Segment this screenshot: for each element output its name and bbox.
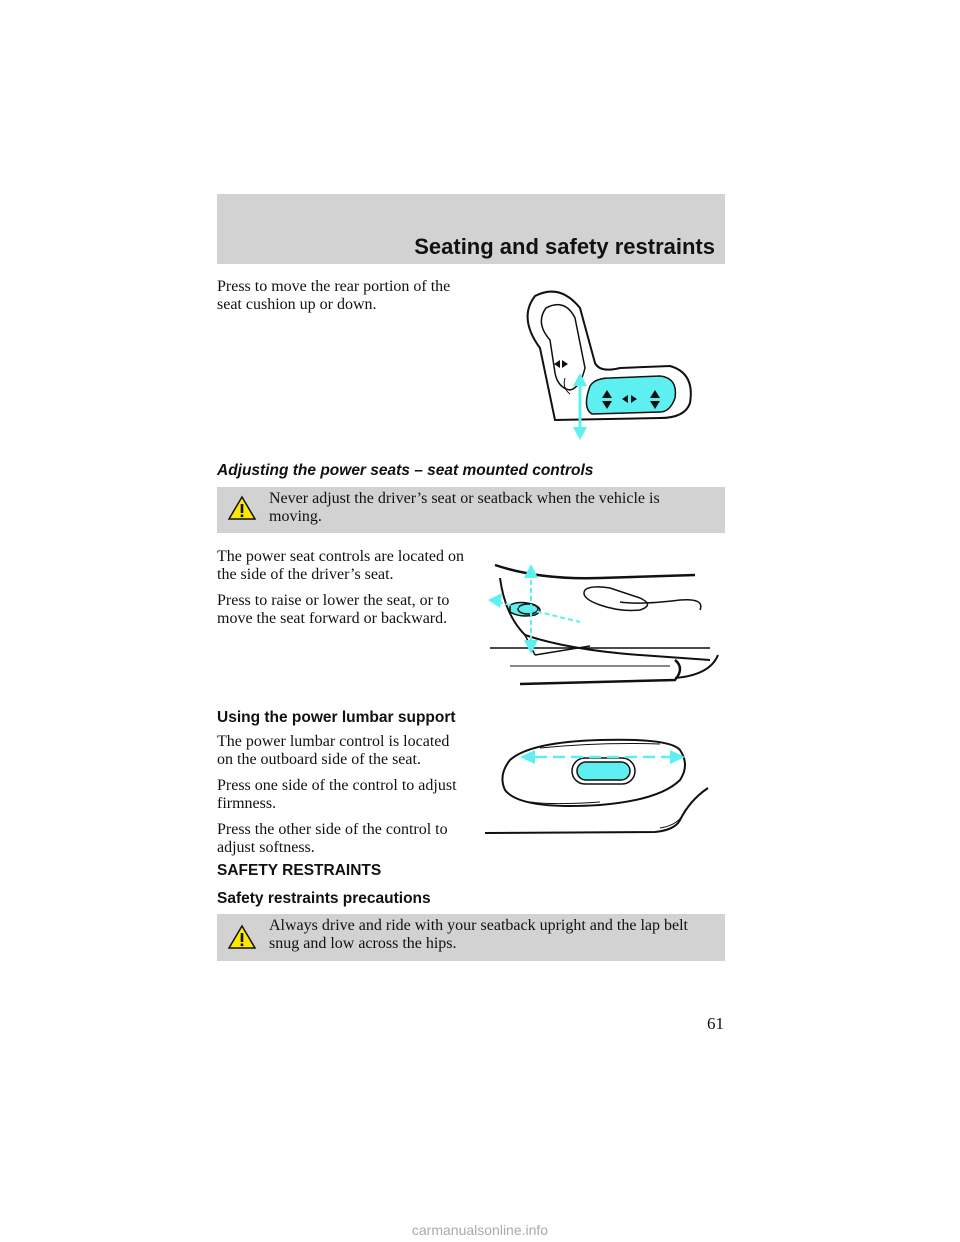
warning-text-seatback: Always drive and ride with your seatback…: [269, 917, 688, 952]
seat-cushion-control-figure: [526, 290, 692, 440]
lumbar-paragraph-1: The power lumbar control is located on t…: [217, 733, 450, 768]
power-seat-paragraphs: The power seat controls are located on t…: [217, 548, 467, 636]
footer-watermark: carmanualsonline.info: [411, 1222, 549, 1238]
warning-triangle-icon: [227, 495, 257, 520]
lumbar-paragraph-3: Press the other side of the control to a…: [217, 821, 448, 856]
safety-restraints-heading: SAFETY RESTRAINTS: [217, 862, 382, 879]
seat-side-controls-figure: [488, 563, 719, 686]
safety-precautions-subheading: Safety restraints precautions: [217, 890, 431, 907]
lumbar-heading: Using the power lumbar support: [217, 709, 456, 726]
warning-text-seat-adjust: Never adjust the driver’s seat or seatba…: [269, 490, 660, 525]
warning-box-seatback: Always drive and ride with your seatback…: [217, 914, 725, 961]
power-seat-paragraph-1: The power seat controls are located on t…: [217, 548, 465, 583]
lumbar-paragraph-2: Press one side of the control to adjust …: [217, 777, 457, 812]
page-title: Seating and safety restraints: [414, 234, 715, 259]
warning-box-seat-adjust: Never adjust the driver’s seat or seatba…: [217, 487, 725, 533]
page-number: 61: [707, 1014, 724, 1033]
lumbar-paragraphs: The power lumbar control is located on t…: [217, 733, 467, 865]
rear-cushion-text: Press to move the rear portion of the se…: [217, 278, 451, 313]
header-band: Seating and safety restraints: [217, 194, 725, 264]
warning-triangle-icon: [227, 924, 257, 949]
lumbar-control-figure: [484, 738, 709, 834]
power-seats-heading: Adjusting the power seats – seat mounted…: [217, 462, 594, 479]
power-seat-paragraph-2: Press to raise or lower the seat, or to …: [217, 592, 450, 627]
